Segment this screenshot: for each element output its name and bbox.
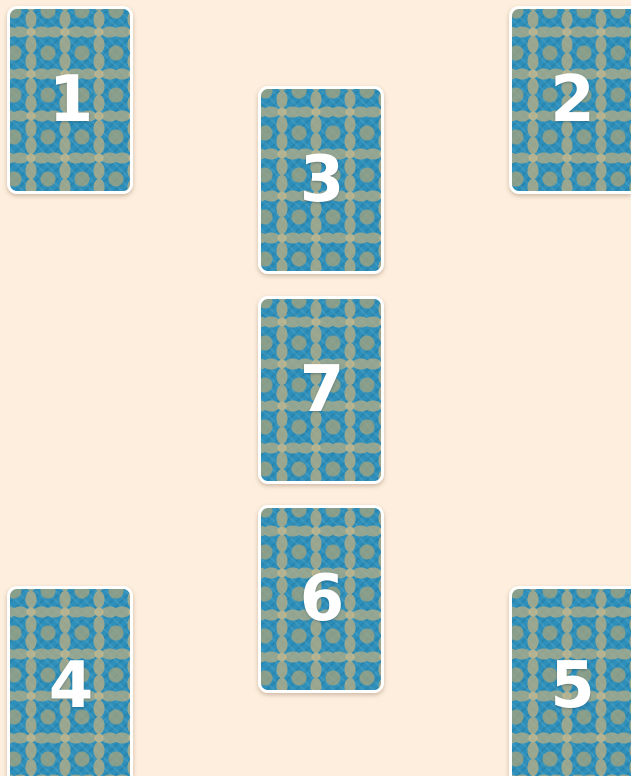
card-number-label: 3: [261, 148, 381, 212]
card-number-label: 4: [10, 654, 130, 718]
card-number-label: 2: [512, 68, 631, 132]
tarot-card-1[interactable]: 1: [7, 6, 133, 194]
tarot-card-6[interactable]: 6: [258, 505, 384, 693]
card-number-label: 6: [261, 567, 381, 631]
card-number-label: 1: [10, 68, 130, 132]
tarot-card-4[interactable]: 4: [7, 586, 133, 776]
tarot-card-3[interactable]: 3: [258, 86, 384, 274]
tarot-card-2[interactable]: 2: [509, 6, 631, 194]
tarot-card-7[interactable]: 7: [258, 296, 384, 484]
tarot-card-5[interactable]: 5: [509, 586, 631, 776]
card-number-label: 5: [512, 654, 631, 718]
card-number-label: 7: [261, 358, 381, 422]
